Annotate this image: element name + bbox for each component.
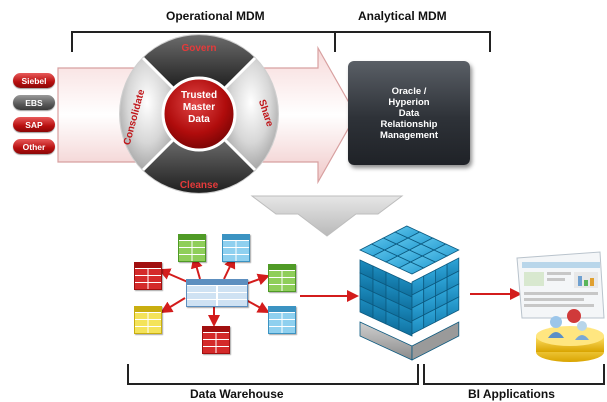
govern-label: Govern [181, 43, 216, 54]
operational-mdm-heading: Operational MDM [166, 9, 265, 23]
dimension-table [178, 234, 206, 262]
fact-table [186, 279, 248, 307]
table-row [179, 254, 205, 261]
source-siebel: Siebel [13, 73, 55, 88]
box-line-1: Oracle / [391, 85, 427, 97]
table-row [135, 326, 161, 333]
table-row [269, 270, 295, 277]
table-row [223, 240, 249, 247]
table-row [269, 326, 295, 333]
center-line-1: Trusted [180, 90, 218, 101]
table-row [135, 268, 161, 275]
source-other: Other [13, 139, 55, 154]
bi-dashboard [516, 251, 605, 362]
table-row [269, 319, 295, 326]
table-header [135, 307, 161, 312]
table-header [203, 327, 229, 332]
oracle-hyperion-drm-box: Oracle / Hyperion Data Relationship Mana… [348, 61, 470, 165]
table-header [135, 263, 161, 268]
box-line-2: Hyperion [388, 96, 430, 108]
table-row [269, 312, 295, 319]
analytical-bracket [335, 31, 491, 52]
analytical-mdm-heading: Analytical MDM [358, 9, 447, 23]
table-row [135, 275, 161, 282]
table-header [269, 265, 295, 270]
table-row [203, 332, 229, 339]
source-ebs: EBS [13, 95, 55, 110]
trusted-master-data: Trusted Master Data [168, 90, 230, 126]
mdm-cycle [119, 34, 279, 194]
bi-applications-label: BI Applications [468, 387, 555, 401]
cube-front-cell [398, 316, 413, 337]
dimension-table [222, 234, 250, 262]
dimension-table [268, 306, 296, 334]
table-row [269, 284, 295, 291]
table-header [187, 280, 247, 285]
table-row [203, 346, 229, 353]
center-line-3: Data [188, 114, 210, 125]
source-sap: SAP [13, 117, 55, 132]
dimension-table [202, 326, 230, 354]
table-row [135, 319, 161, 326]
cleanse-label: Cleanse [180, 180, 219, 191]
table-row [187, 292, 247, 299]
table-header [269, 307, 295, 312]
cube-side-cell [446, 296, 460, 317]
table-row [203, 339, 229, 346]
table-row [223, 247, 249, 254]
table-row [135, 312, 161, 319]
cube-base [411, 321, 460, 361]
table-row [135, 282, 161, 289]
center-line-2: Master [182, 102, 216, 113]
data-warehouse-label: Data Warehouse [190, 387, 284, 401]
box-line-3: Data [398, 107, 420, 119]
table-row [179, 247, 205, 254]
funnel-arrow [250, 195, 404, 237]
operational-bracket [71, 31, 336, 52]
table-row [187, 299, 247, 306]
box-line-5: Management [379, 129, 439, 141]
table-row [179, 240, 205, 247]
table-row [187, 285, 247, 292]
olap-cube [359, 225, 460, 361]
table-header [223, 235, 249, 240]
table-header [179, 235, 205, 240]
dimension-table [268, 264, 296, 292]
dimension-table [134, 306, 162, 334]
cube-top-cell [433, 243, 460, 257]
box-line-4: Relationship [380, 118, 438, 130]
data-warehouse-bracket [127, 364, 419, 385]
dimension-table [134, 262, 162, 290]
table-row [269, 277, 295, 284]
bi-applications-bracket [423, 364, 605, 385]
table-row [223, 254, 249, 261]
